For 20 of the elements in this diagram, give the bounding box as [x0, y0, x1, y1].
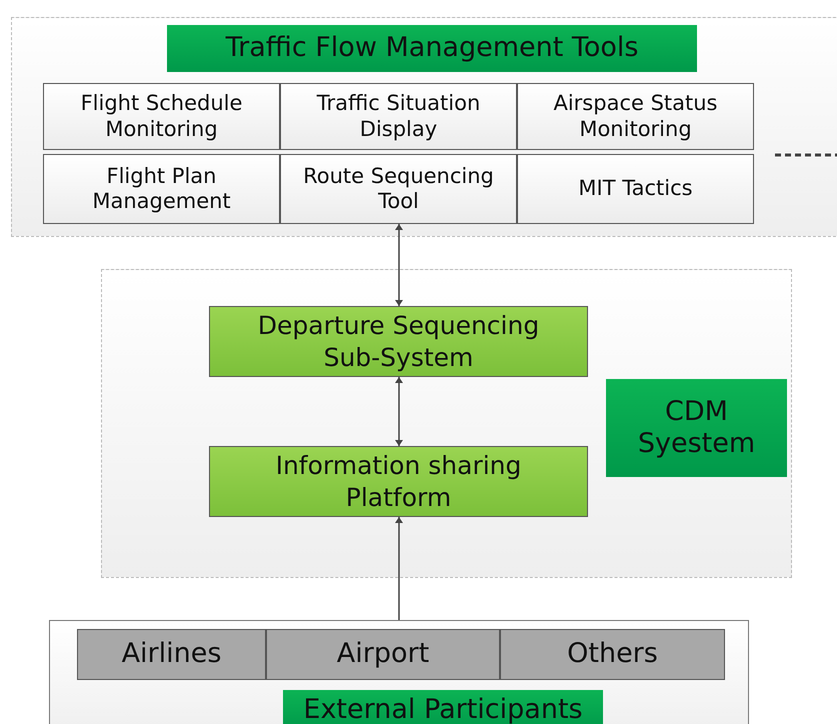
process-box: Others — [500, 629, 725, 680]
group-title: Traffic Flow Management Tools — [167, 25, 697, 72]
process-box: Information sharing Platform — [209, 446, 588, 517]
process-box: Flight Schedule Monitoring — [43, 83, 280, 150]
group-title: CDM Syestem — [606, 379, 787, 477]
group-panel — [101, 269, 792, 578]
arrow — [396, 517, 402, 620]
group-panel — [49, 620, 749, 724]
process-box: Flight Plan Management — [43, 154, 280, 224]
process-box: Airspace Status Monitoring — [517, 83, 754, 150]
group-title: External Participants — [283, 690, 603, 724]
group-panel — [11, 17, 837, 237]
arrow — [396, 377, 402, 446]
process-box: Airport — [266, 629, 500, 680]
process-box: MIT Tactics — [517, 154, 754, 224]
process-box: Route Sequencing Tool — [280, 154, 517, 224]
process-box: Traffic Situation Display — [280, 83, 517, 150]
process-box: Airlines — [77, 629, 266, 680]
process-box: Departure Sequencing Sub-System — [209, 306, 588, 377]
arrow — [396, 224, 402, 306]
